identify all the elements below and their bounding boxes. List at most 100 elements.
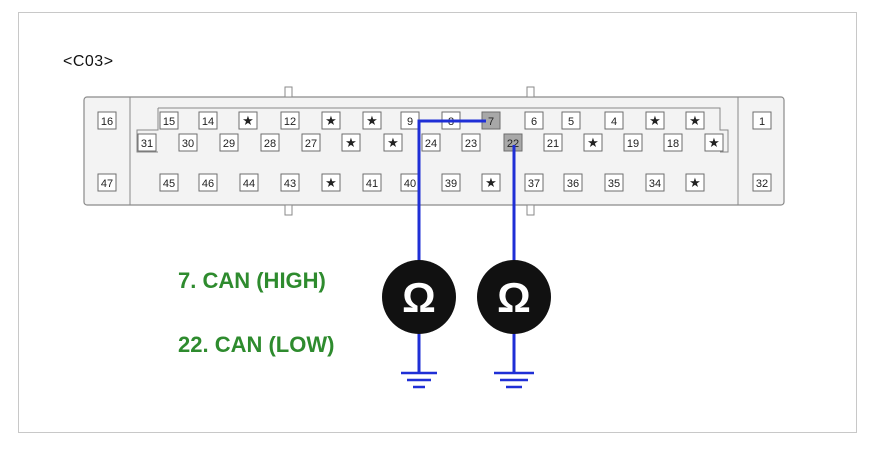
pin-41: 41 — [362, 173, 382, 192]
pin-cavity-outline — [136, 107, 729, 153]
ground-symbol-1 — [401, 371, 437, 389]
pin-label: 15 — [163, 116, 175, 128]
pin-blank: ★ — [341, 133, 361, 152]
legend-can-low: 22. CAN (LOW) — [178, 332, 335, 357]
legend-can-high: 7. CAN (HIGH) — [178, 268, 326, 293]
pin-label: 22 — [507, 138, 519, 150]
pin-blank: ★ — [321, 173, 341, 192]
pin-label: 4 — [611, 116, 617, 128]
pin-28: 28 — [260, 133, 280, 152]
pin-9: 9 — [400, 111, 420, 130]
pin-blank: ★ — [685, 173, 705, 192]
pin-15: 15 — [159, 111, 179, 130]
pin-blank: ★ — [704, 133, 724, 152]
pin-label: 16 — [101, 116, 113, 128]
pin-label: 30 — [182, 138, 194, 150]
pin-label: 44 — [243, 178, 255, 190]
pin-label: 40 — [404, 178, 416, 190]
pin-16: 16 — [97, 111, 117, 130]
pin-label: ★ — [708, 135, 720, 150]
pin-12: 12 — [280, 111, 300, 130]
pin-label: ★ — [325, 113, 337, 128]
pin-label: 37 — [528, 178, 540, 190]
pin-36: 36 — [563, 173, 583, 192]
pin-44: 44 — [239, 173, 259, 192]
pin-blank: ★ — [481, 173, 501, 192]
pin-label: 43 — [284, 178, 296, 190]
pin-label: 12 — [284, 116, 296, 128]
pin-label: 41 — [366, 178, 378, 190]
pin-label: ★ — [387, 135, 399, 150]
pin-40: 40 — [400, 173, 420, 192]
pin-45: 45 — [159, 173, 179, 192]
pin-label: 5 — [568, 116, 574, 128]
ohm-icon: Ω — [497, 274, 531, 321]
pin-label: ★ — [587, 135, 599, 150]
pin-32: 32 — [752, 173, 772, 192]
ground-symbol-2 — [494, 371, 534, 389]
connector-label: <C03> — [63, 53, 114, 70]
pin-37: 37 — [524, 173, 544, 192]
pin-19: 19 — [623, 133, 643, 152]
pin-6: 6 — [524, 111, 544, 130]
wire-high — [417, 119, 486, 263]
pin-label: 19 — [627, 138, 639, 150]
pin-label: 27 — [305, 138, 317, 150]
pin-23: 23 — [461, 133, 481, 152]
pin-label: 46 — [202, 178, 214, 190]
pin-label: 28 — [264, 138, 276, 150]
pin-blank: ★ — [321, 111, 341, 130]
probe-wires — [417, 119, 516, 372]
pin-30: 30 — [178, 133, 198, 152]
pin-14: 14 — [198, 111, 218, 130]
pin-1: 1 — [752, 111, 772, 130]
pin-blank: ★ — [685, 111, 705, 130]
pin-label: 39 — [445, 178, 457, 190]
pin-39: 39 — [441, 173, 461, 192]
pin-label: 36 — [567, 178, 579, 190]
pin-blank: ★ — [238, 111, 258, 130]
pin-label: 45 — [163, 178, 175, 190]
pin-label: 23 — [465, 138, 477, 150]
pin-47: 47 — [97, 173, 117, 192]
pin-43: 43 — [280, 173, 300, 192]
pin-4: 4 — [604, 111, 624, 130]
pin-label: ★ — [345, 135, 357, 150]
pin-label: 21 — [547, 138, 559, 150]
pin-label: 29 — [223, 138, 235, 150]
pin-35: 35 — [604, 173, 624, 192]
pin-24: 24 — [421, 133, 441, 152]
pin-label: 35 — [608, 178, 620, 190]
pin-label: ★ — [689, 113, 701, 128]
pin-blank: ★ — [383, 133, 403, 152]
pin-label: 34 — [649, 178, 661, 190]
ohm-icon: Ω — [402, 274, 436, 321]
diagram-frame — [18, 12, 857, 433]
pin-label: ★ — [649, 113, 661, 128]
pin-label: ★ — [689, 175, 701, 190]
pin-label: ★ — [366, 113, 378, 128]
pin-22: 22 — [503, 133, 523, 152]
pin-blank: ★ — [645, 111, 665, 130]
ohmmeter-1: Ω — [382, 260, 456, 334]
pin-blank: ★ — [583, 133, 603, 152]
pin-5: 5 — [561, 111, 581, 130]
pin-label: ★ — [325, 175, 337, 190]
pin-row-bottom: 45 46 44 43 ★ 41 40 39 ★ 37 36 35 34 ★ — [159, 173, 705, 192]
pin-label: ★ — [242, 113, 254, 128]
pin-label: 9 — [407, 116, 413, 128]
pin-label: 7 — [488, 116, 494, 128]
pin-34: 34 — [645, 173, 665, 192]
pin-label: 14 — [202, 116, 214, 128]
pin-29: 29 — [219, 133, 239, 152]
pin-label: 32 — [756, 178, 768, 190]
pin-label: 31 — [141, 138, 153, 150]
pin-label: 6 — [531, 116, 537, 128]
pin-label: 1 — [759, 116, 765, 128]
pin-46: 46 — [198, 173, 218, 192]
pin-label: 24 — [425, 138, 437, 150]
